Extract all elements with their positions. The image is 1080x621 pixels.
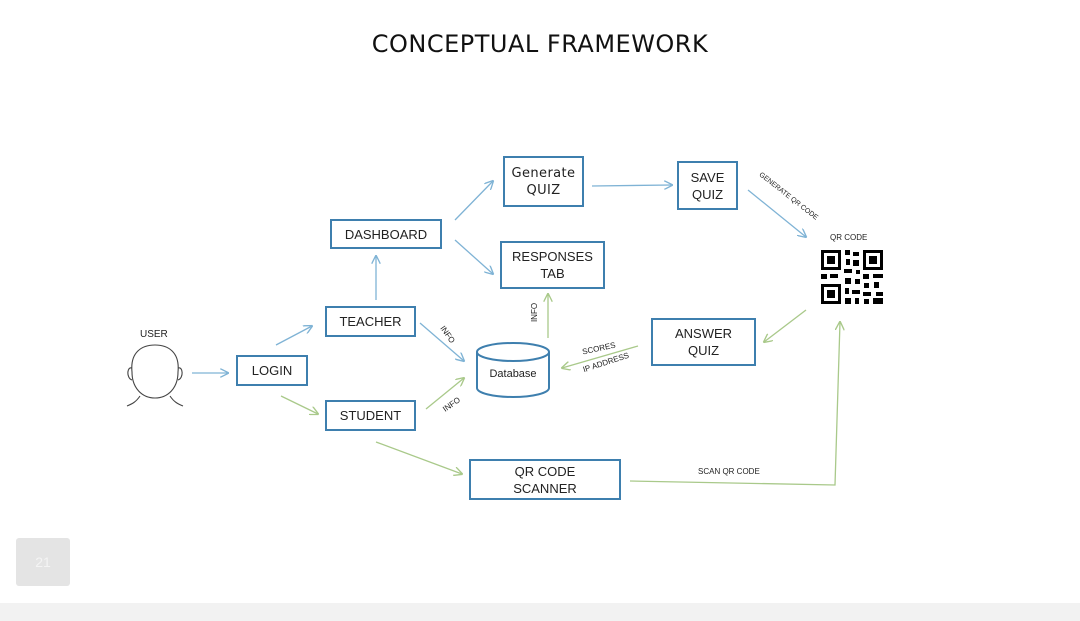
database-icon <box>476 342 550 398</box>
arrow-generate-save <box>591 185 672 186</box>
arrow-login-teacher <box>275 326 312 346</box>
page-title: CONCEPTUAL FRAMEWORK <box>371 30 709 58</box>
arrow-scanner-qr <box>629 322 840 486</box>
user-head-icon <box>126 344 184 407</box>
edge-label-scan-qr: SCAN QR CODE <box>698 467 760 476</box>
arrow-qr-answer <box>764 309 807 342</box>
page-number: 21 <box>16 538 70 586</box>
dashboard-box: DASHBOARD <box>330 219 442 249</box>
bottom-bar <box>0 603 1080 621</box>
connectors <box>126 0 883 486</box>
qr-code-icon <box>821 250 883 304</box>
arrow-teacher-database <box>419 322 464 361</box>
database-label: Database <box>489 368 537 380</box>
arrow-answer-database <box>562 345 639 368</box>
qr-code-scanner-box: QR CODE SCANNER <box>469 459 621 500</box>
arrow-login-student <box>280 395 318 414</box>
generate-quiz-box: Generate QUIZ <box>503 156 584 207</box>
user-label: USER <box>140 329 168 340</box>
arrow-student-database <box>425 378 464 410</box>
slide: CONCEPTUAL FRAMEWORK <box>16 0 883 586</box>
student-box: STUDENT <box>325 400 416 431</box>
arrow-dashboard-generate <box>454 181 493 221</box>
arrow-dashboard-responses <box>454 239 493 274</box>
save-quiz-box: SAVE QUIZ <box>677 161 738 210</box>
edge-label-db-responses: INFO <box>530 302 540 323</box>
login-box: LOGIN <box>236 355 308 386</box>
answer-quiz-box: ANSWER QUIZ <box>651 318 756 366</box>
arrow-student-scanner <box>375 441 462 474</box>
teacher-box: TEACHER <box>325 306 416 337</box>
arrow-save-qr <box>747 189 806 237</box>
qr-code-label: QR CODE <box>830 233 868 242</box>
responses-tab-box: RESPONSES TAB <box>500 241 605 289</box>
